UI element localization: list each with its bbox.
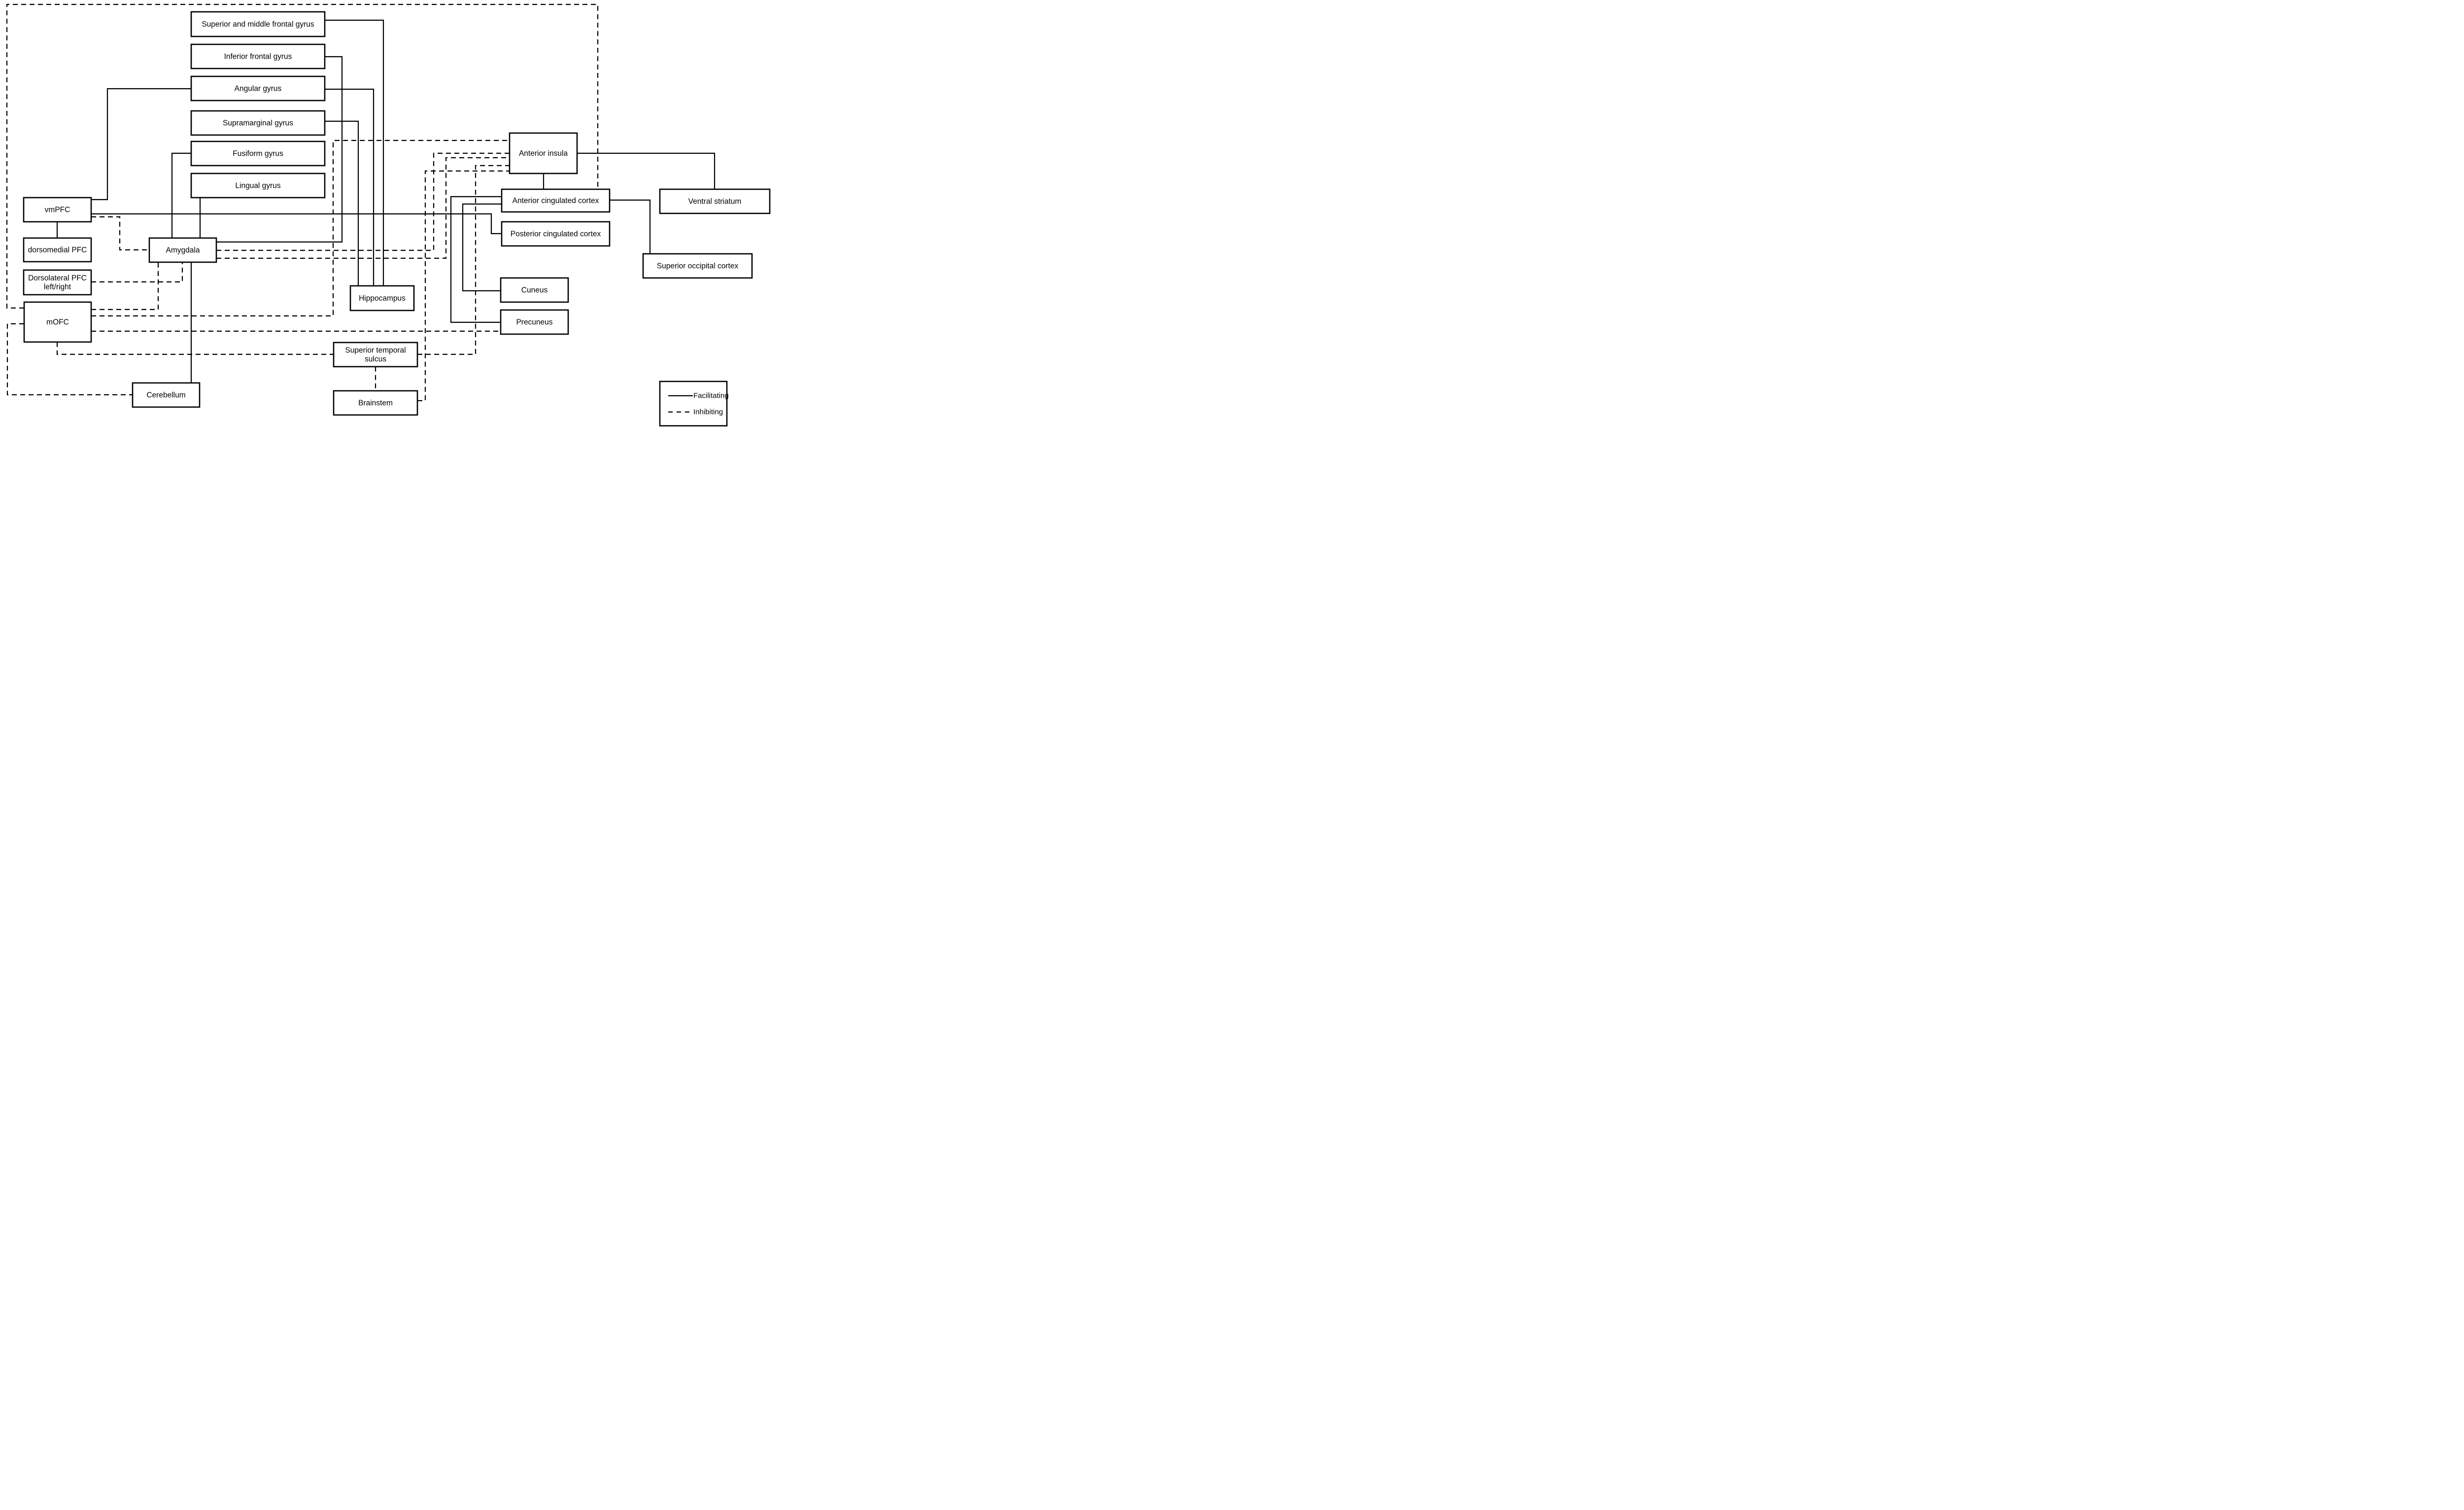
edge-insula-ventral-facilitating xyxy=(577,152,716,189)
edge-acc-soc-facilitating xyxy=(610,199,651,254)
node-ventral xyxy=(659,188,771,214)
edge-angular-vmpfc-facilitating xyxy=(91,88,191,201)
edge-mofc-acc-inhibiting xyxy=(6,3,599,309)
node-fusiform xyxy=(190,140,326,167)
edge-smfg-hippocampus-facilitating xyxy=(325,19,384,286)
legend-label-facilitating: Facilitating xyxy=(693,392,729,400)
node-hippocampus xyxy=(349,285,415,311)
node-brainstem xyxy=(333,390,418,416)
node-label-lingual: Lingual gyrus xyxy=(235,181,280,190)
node-amygdala xyxy=(148,237,217,263)
edge-sts-insula-inhibiting xyxy=(417,165,510,355)
node-label-cuneus: Cuneus xyxy=(521,286,548,294)
edge-amygdala-insula-inhibiting xyxy=(216,152,510,251)
node-sts xyxy=(333,342,418,368)
node-label-vmpfc: vmPFC xyxy=(45,206,70,214)
node-cerebellum xyxy=(132,382,201,408)
edge-vmpfc-pcc-facilitating xyxy=(91,213,502,235)
node-smfg xyxy=(190,11,326,37)
edge-acc-precuneus-facilitating xyxy=(450,196,502,323)
nodes-layer: Superior and middle frontal gyrusInferio… xyxy=(23,11,771,416)
edges-layer xyxy=(6,3,716,402)
node-label-dmpfc: dorsomedial PFC xyxy=(28,246,87,254)
diagram-canvas: Superior and middle frontal gyrusInferio… xyxy=(6,3,771,427)
edge-angular-hippocampus-facilitating xyxy=(325,88,375,286)
edge-amygdala-insula-inhibiting xyxy=(216,157,510,259)
node-label-fusiform: Fusiform gyrus xyxy=(233,149,283,158)
node-dlpfc xyxy=(23,269,92,296)
node-label-brainstem: Brainstem xyxy=(358,399,393,407)
node-acc xyxy=(501,188,611,213)
node-label-soc: Superior occipital cortex xyxy=(657,262,739,270)
node-label-insula: Anterior insula xyxy=(519,149,568,158)
edge-acc-cuneus-facilitating xyxy=(462,203,502,292)
edge-amygdala-fusiform-facilitating xyxy=(171,152,191,238)
edge-vmpfc-amygdala-inhibiting xyxy=(91,216,149,251)
edge-supramarginal-hippocampus-facilitating xyxy=(325,120,359,286)
node-dmpfc xyxy=(23,237,92,263)
node-lingual xyxy=(190,172,326,199)
node-mofc xyxy=(23,301,92,343)
node-angular xyxy=(190,75,326,102)
node-label-smfg: Superior and middle frontal gyrus xyxy=(202,20,314,29)
node-label-supramarginal: Supramarginal gyrus xyxy=(223,119,293,127)
edge-mofc-cerebellum-inhibiting xyxy=(6,323,133,396)
node-label-hippocampus: Hippocampus xyxy=(359,294,406,303)
edge-dlpfc-amygdala-inhibiting xyxy=(91,262,183,283)
edge-mofc-insula-inhibiting xyxy=(91,139,510,317)
node-vmpfc xyxy=(23,197,92,223)
node-precuneus xyxy=(500,309,569,335)
node-label-pcc: Posterior cingulated cortex xyxy=(511,230,601,238)
node-insula xyxy=(509,132,578,174)
node-label-cerebellum: Cerebellum xyxy=(146,391,185,399)
legend-box xyxy=(659,380,728,427)
edge-brainstem-insula-inhibiting xyxy=(417,170,510,402)
edge-mofc-sts-inhibiting xyxy=(56,342,334,355)
node-pcc xyxy=(501,221,611,247)
node-ifg xyxy=(190,43,326,69)
node-supramarginal xyxy=(190,110,326,136)
node-label-precuneus: Precuneus xyxy=(516,318,552,326)
node-label-amygdala: Amygdala xyxy=(166,246,200,254)
edge-ifg-amygdala-facilitating xyxy=(216,56,343,243)
node-label-angular: Angular gyrus xyxy=(235,84,282,93)
edge-mofc-amygdala-inhibiting xyxy=(91,262,159,310)
legend-label-inhibiting: Inhibiting xyxy=(693,408,723,416)
node-label-mofc: mOFC xyxy=(46,318,69,326)
node-label-acc: Anterior cingulated cortex xyxy=(513,197,599,205)
node-soc xyxy=(642,253,753,279)
node-label-ventral: Ventral striatum xyxy=(688,197,742,206)
node-label-ifg: Inferior frontal gyrus xyxy=(224,52,292,61)
node-cuneus xyxy=(500,277,569,303)
